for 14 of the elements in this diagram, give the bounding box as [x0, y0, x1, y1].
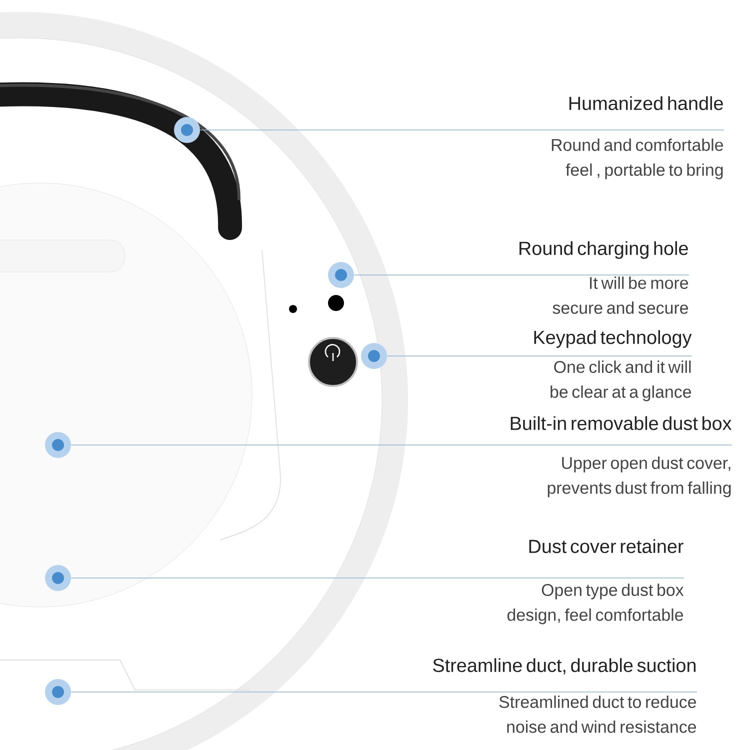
leader-line — [354, 274, 690, 276]
callout-text: Round charging hole It will be more secure and secure — [520, 241, 688, 314]
callout-dot — [174, 117, 200, 143]
callout-dot — [45, 565, 71, 591]
callout-dot — [328, 262, 354, 288]
callout-text: Built-in removable dust box Upper open dust cover, prevents dust from falling — [510, 416, 732, 498]
callout-text: Keypad technology One click and it will be clear at a glance — [534, 330, 692, 402]
callout-text: Streamline duct, durable suction Streamlined duct to reduce noise and wind resistance — [433, 658, 696, 733]
callout-text: Humanized handle Round and comfortable feel , portable to bring — [552, 96, 724, 180]
callout-text: Dust cover retainer Open type dust box design, feel comfortable — [507, 539, 684, 624]
callout-dot — [45, 679, 71, 705]
leader-line — [70, 444, 732, 446]
callout-dot — [361, 343, 387, 369]
callout-dot — [45, 432, 71, 458]
